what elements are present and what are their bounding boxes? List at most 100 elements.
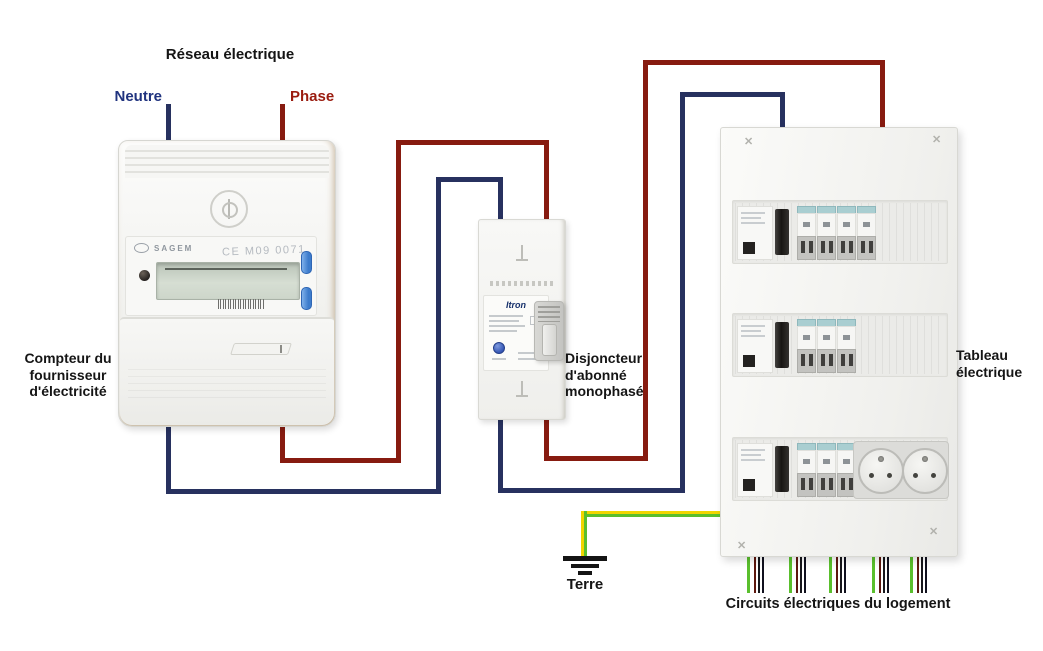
breaker-label: Disjoncteur d'abonné monophasé — [565, 350, 644, 400]
circuit-breaker — [837, 319, 856, 373]
circuit-breaker — [797, 443, 816, 497]
ground-symbol — [563, 556, 607, 561]
cover-latch-tick — [280, 345, 282, 353]
label-text-line — [741, 325, 765, 327]
phase-wire-segment — [280, 458, 401, 463]
phase-wire-segment — [396, 140, 549, 145]
service-breaker: Itron — [478, 219, 566, 420]
circuit-breaker — [797, 319, 816, 373]
neutral-wire-segment — [436, 177, 441, 494]
label-text-line — [741, 212, 765, 214]
din-rail-row — [732, 313, 948, 377]
circuit-breaker — [837, 443, 856, 497]
circuit-wires-group — [829, 552, 846, 593]
phase-wire-segment — [396, 140, 401, 463]
ground-symbol — [578, 571, 592, 575]
circuit-breaker — [817, 206, 836, 260]
meter-blue-button — [301, 287, 312, 310]
meter-faceplate: SAGEM CE M09 0071 — [125, 236, 317, 316]
label-text-line — [741, 454, 761, 456]
phase-wire-segment — [280, 104, 285, 146]
meter-ce-marking: CE M09 0071 — [221, 243, 306, 259]
circuit-breaker — [857, 206, 876, 260]
label-text-line — [518, 358, 542, 360]
label-text-line — [741, 222, 765, 224]
neutral-wire-segment — [166, 420, 171, 494]
phase-wire-segment — [280, 416, 285, 463]
dial-inner-ring — [222, 202, 238, 218]
neutral-wire-segment — [680, 92, 785, 97]
phase-wire-segment — [880, 60, 885, 135]
socket-hole — [913, 473, 918, 478]
breaker-top-slot — [521, 245, 523, 261]
circuit-wires-group — [910, 552, 927, 593]
neutral-wire-segment — [436, 177, 503, 182]
lcd-segment-line — [165, 268, 287, 270]
toggle-ribs — [538, 306, 560, 322]
din-rail-row — [732, 200, 948, 264]
meter-terminal-cover — [120, 317, 334, 425]
brand-oval-icon — [134, 243, 149, 253]
meter-label: Compteur du fournisseur d'électricité — [24, 350, 112, 400]
phase-wire-segment — [643, 60, 648, 461]
breaker-toggle — [534, 301, 564, 361]
breaker-top-slot-bar — [516, 259, 528, 261]
cover-latch — [230, 343, 292, 355]
panel-label: Tableau électrique — [956, 347, 1023, 380]
meter-brand-row: SAGEM — [134, 243, 193, 253]
differential-switch — [737, 319, 793, 373]
breaker-bottom-slot — [521, 381, 523, 397]
meter-vent-ribs — [125, 145, 329, 178]
diff-face — [737, 206, 773, 260]
diff-toggle — [775, 446, 789, 492]
circuit-breaker — [837, 206, 856, 260]
neutral-wire-segment — [680, 92, 685, 493]
electricity-meter: SAGEM CE M09 0071 — [118, 140, 336, 427]
label-text-line — [518, 352, 542, 354]
meter-seal-dial — [210, 190, 248, 228]
test-button — [493, 342, 505, 354]
circuit-breaker — [817, 319, 836, 373]
barcode — [218, 299, 264, 309]
diff-toggle — [775, 209, 789, 255]
diff-label-square — [743, 355, 755, 367]
label-text-line — [489, 325, 525, 327]
meter-display-button — [139, 270, 150, 281]
screw-icon: ✕ — [932, 134, 942, 146]
diff-face — [737, 443, 773, 497]
diff-face — [737, 319, 773, 373]
diff-toggle — [775, 322, 789, 368]
label-text-line — [741, 459, 765, 461]
socket-hole — [869, 473, 874, 478]
differential-switch — [737, 443, 793, 497]
breaker-vents — [490, 281, 554, 286]
label-text-line — [492, 358, 506, 360]
din-rail-row — [732, 437, 949, 501]
breaker-brand: Itron — [506, 300, 526, 310]
circuit-wires-group — [747, 552, 764, 593]
phase-wire-segment — [544, 412, 549, 461]
distribution-board: ✕ ✕ ✕ ✕ — [720, 127, 958, 557]
diff-label-square — [743, 479, 755, 491]
meter-blue-button — [301, 251, 312, 274]
socket-outlet — [902, 448, 948, 494]
earth-pin — [878, 456, 884, 462]
circuit-breaker — [797, 206, 816, 260]
earth-pin — [922, 456, 928, 462]
neutral-wire-segment — [498, 488, 685, 493]
cover-ribs — [128, 363, 326, 401]
neutral-wire-segment — [498, 177, 503, 225]
socket-hole — [931, 473, 936, 478]
circuit-wires-group — [872, 552, 889, 593]
socket-hole — [887, 473, 892, 478]
differential-switch — [737, 206, 793, 260]
screw-icon: ✕ — [744, 136, 754, 148]
ground-symbol — [571, 564, 599, 568]
label-text-line — [741, 330, 761, 332]
label-text-line — [489, 330, 517, 332]
neutral-label: Neutre — [114, 88, 162, 105]
phase-label: Phase — [290, 88, 335, 105]
screw-icon: ✕ — [737, 540, 747, 552]
network-title: Réseau électrique — [165, 46, 295, 63]
